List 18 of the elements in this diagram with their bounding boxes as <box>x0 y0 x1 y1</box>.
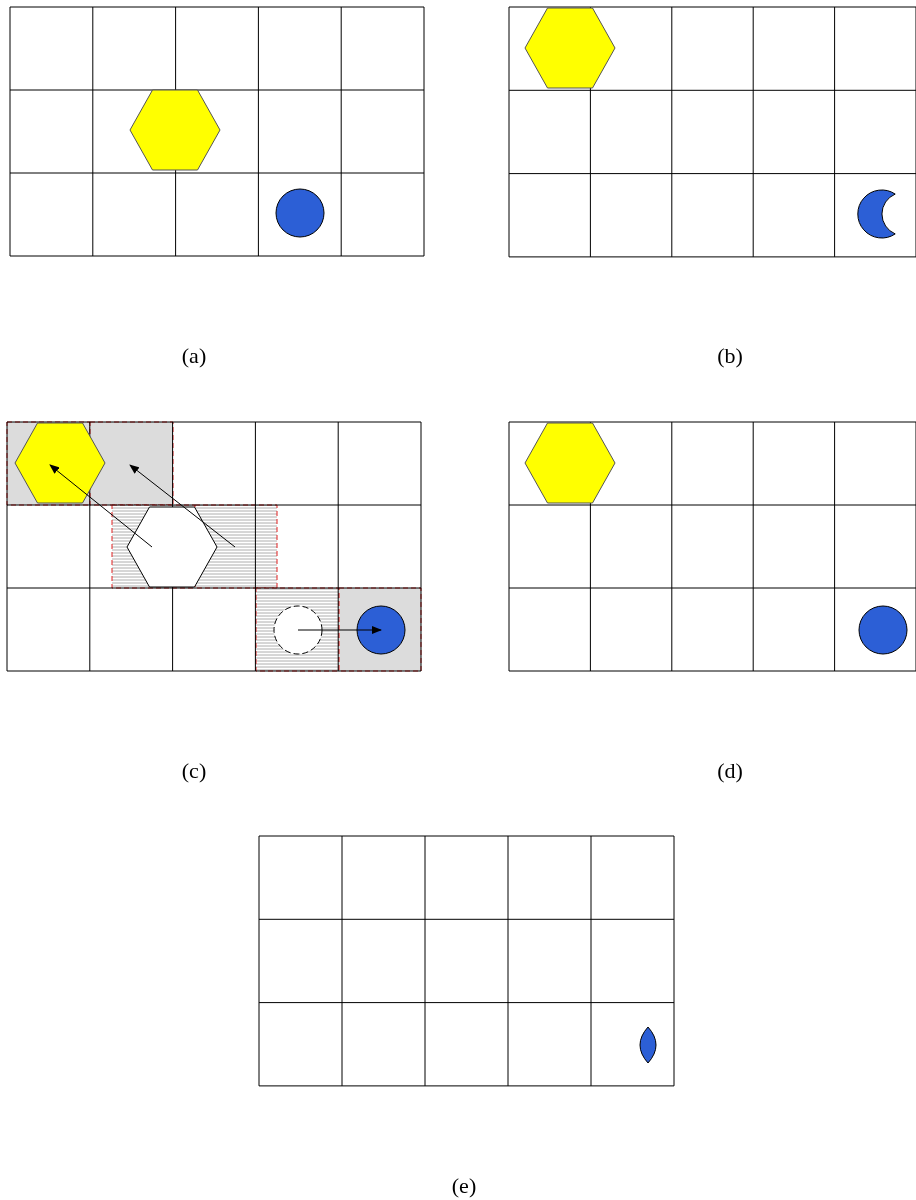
circle <box>356 605 406 655</box>
hexagon <box>14 422 106 504</box>
lens-shape <box>639 1026 657 1064</box>
hexagon <box>129 89 221 171</box>
panel-label: (c) <box>181 758 207 784</box>
circle <box>858 605 908 655</box>
hexagon <box>524 422 616 504</box>
panel-label: (d) <box>717 758 743 784</box>
panel-label: (b) <box>717 343 743 369</box>
hexagon <box>126 506 218 588</box>
arrow <box>297 626 382 634</box>
hexagon <box>524 7 616 89</box>
arrow <box>49 464 153 548</box>
panel-label: (e) <box>451 1173 477 1199</box>
crescent-shape <box>857 189 896 239</box>
circle <box>273 605 323 655</box>
panel-label: (a) <box>181 343 207 369</box>
circle <box>275 188 325 238</box>
